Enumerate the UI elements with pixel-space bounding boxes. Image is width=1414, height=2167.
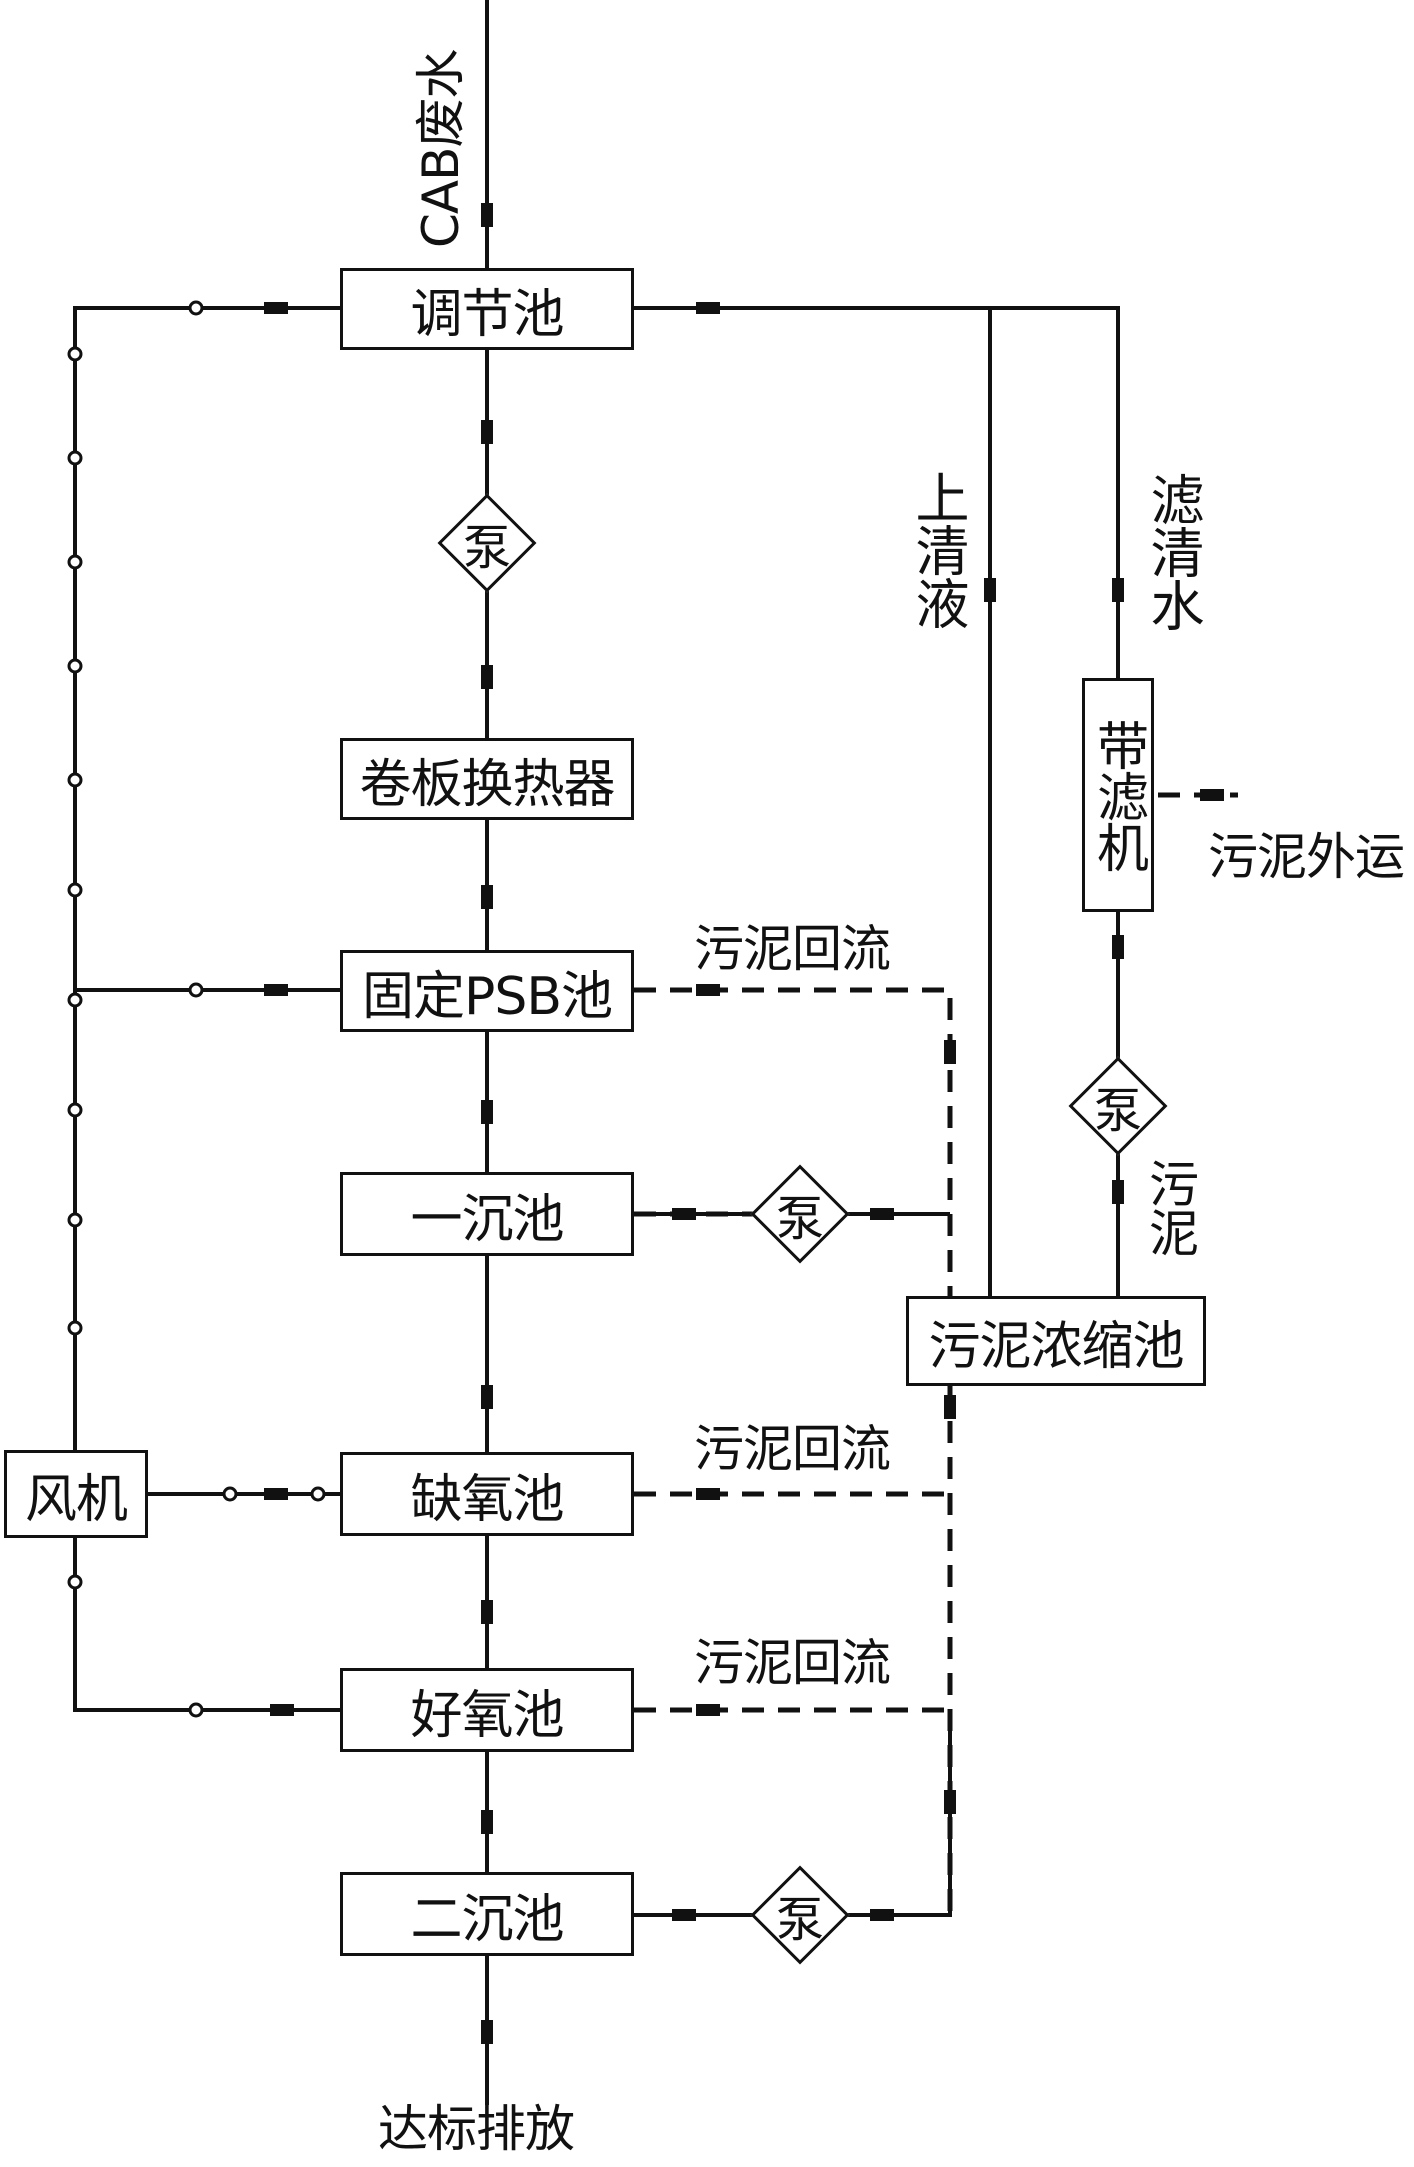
air-valve — [310, 1486, 326, 1502]
flow-marker — [870, 1909, 894, 1921]
label-sludge-out: 污泥外运 — [1208, 828, 1405, 886]
node-anoxic: 缺氧池 — [340, 1452, 634, 1536]
label-filtrate: 滤清水 — [1141, 472, 1204, 631]
flow-marker — [696, 1704, 720, 1716]
node-tiaojiechi: 调节池 — [340, 268, 634, 350]
pump-main-label: 泵 — [462, 520, 511, 576]
flow-marker — [481, 420, 493, 444]
flow-marker — [481, 1385, 493, 1409]
pump-sludge-label: 泵 — [1093, 1083, 1142, 1139]
air-valve — [67, 1320, 83, 1336]
node-heat-exchanger: 卷板换热器 — [340, 738, 634, 820]
air-valve — [67, 882, 83, 898]
flow-marker — [1112, 935, 1124, 959]
flow-marker — [696, 1488, 720, 1500]
node-belt-filter: 带滤机 — [1082, 678, 1154, 912]
flow-marker — [264, 302, 288, 314]
air-valve — [67, 346, 83, 362]
air-valve — [188, 300, 204, 316]
flow-marker — [481, 1600, 493, 1624]
flow-marker — [270, 1704, 294, 1716]
air-valve — [67, 450, 83, 466]
air-valve — [222, 1486, 238, 1502]
flow-marker — [944, 1040, 956, 1064]
air-valve — [67, 772, 83, 788]
air-valve — [67, 992, 83, 1008]
label-inflow: CAB废水 — [412, 49, 470, 248]
flow-marker — [672, 1909, 696, 1921]
flow-marker — [481, 1810, 493, 1834]
node-psb: 固定PSB池 — [340, 950, 634, 1032]
node-blower: 风机 — [4, 1450, 148, 1538]
filtrate-line — [634, 306, 1120, 680]
flow-marker — [481, 2020, 493, 2044]
air-valve — [67, 658, 83, 674]
label-sludge-return-2: 污泥回流 — [694, 1420, 891, 1478]
air-valve — [67, 1212, 83, 1228]
flow-marker — [264, 984, 288, 996]
flow-marker — [481, 1100, 493, 1124]
flow-marker — [481, 885, 493, 909]
flow-marker — [870, 1208, 894, 1220]
flow-marker — [1200, 789, 1224, 801]
flow-marker — [696, 302, 720, 314]
air-valve — [188, 982, 204, 998]
flow-marker — [481, 665, 493, 689]
flow-marker — [944, 1395, 956, 1419]
flow-marker — [984, 578, 996, 602]
label-outflow: 达标排放 — [378, 2100, 575, 2158]
air-valve — [188, 1702, 204, 1718]
label-sludge-return-3: 污泥回流 — [694, 1634, 891, 1692]
air-valve — [67, 554, 83, 570]
air-line — [73, 306, 340, 1712]
secondary-pump-line — [634, 1710, 952, 1917]
sludge-return-line-1 — [634, 987, 953, 1300]
pump-primary-label: 泵 — [775, 1191, 824, 1247]
flow-marker — [481, 203, 493, 227]
node-primary-clarifier: 一沉池 — [340, 1172, 634, 1256]
flow-marker — [1112, 578, 1124, 602]
node-aerobic: 好氧池 — [340, 1668, 634, 1752]
node-secondary-clarifier: 二沉池 — [340, 1872, 634, 1956]
flow-marker — [944, 1790, 956, 1814]
air-valve — [67, 1574, 83, 1590]
flow-marker — [672, 1208, 696, 1220]
label-sludge-return-1: 污泥回流 — [694, 920, 891, 978]
flow-marker — [264, 1488, 288, 1500]
node-sludge-thickener: 污泥浓缩池 — [906, 1296, 1206, 1386]
flow-marker — [1112, 1180, 1124, 1204]
pump-secondary-label: 泵 — [775, 1892, 824, 1948]
label-supernatant: 上清液 — [906, 470, 969, 629]
air-valve — [67, 1102, 83, 1118]
label-sludge: 污泥 — [1141, 1158, 1199, 1256]
flow-marker — [696, 984, 720, 996]
